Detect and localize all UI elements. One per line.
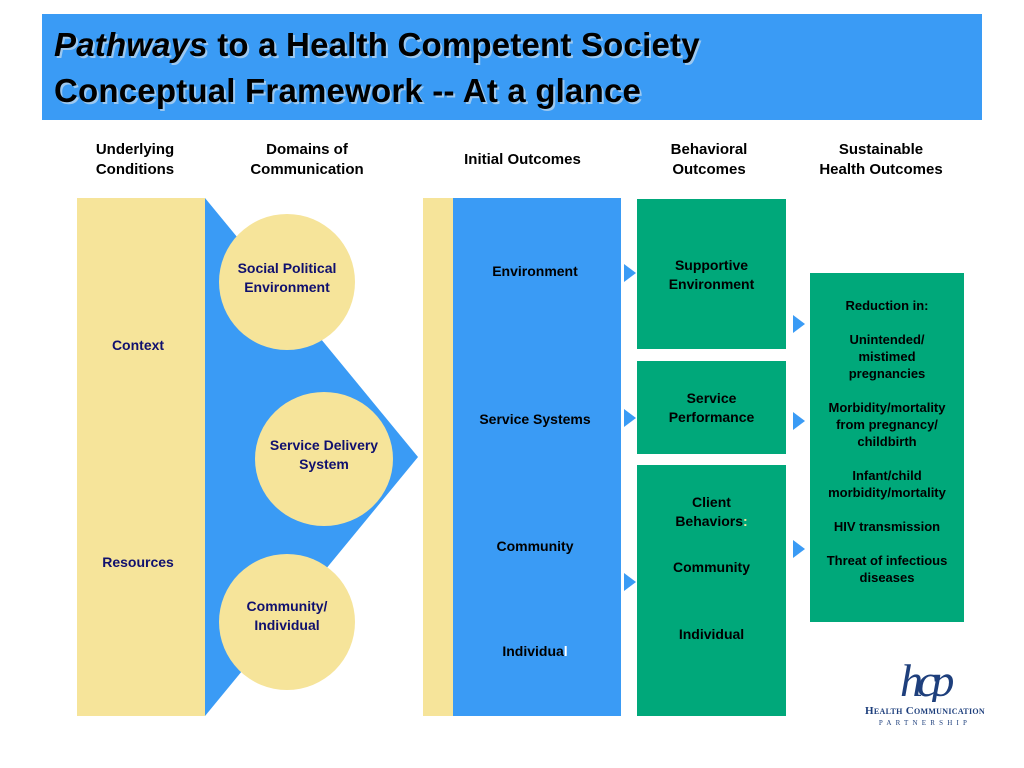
initial-individual-last-letter: l (563, 643, 568, 659)
col-head-sustainable-l2: Health Outcomes (819, 161, 943, 178)
outcome-item-infant: Infant/child morbidity/mortality (810, 467, 964, 501)
col-head-domains-l2: Communication (250, 161, 364, 178)
box-sustainable-outcomes: Reduction in: Unintended/ mistimed pregn… (810, 273, 964, 622)
col-head-domains: Domains of Communication (222, 140, 392, 180)
outcome-text: Threat of infectious (826, 553, 948, 568)
initial-community: Community (496, 538, 574, 554)
service-performance-text: Service Performance (637, 389, 786, 427)
arrow-icon-environment (624, 264, 636, 282)
col-head-behavioral-l2: Outcomes (672, 161, 746, 178)
client-colon: : (743, 513, 748, 529)
outcome-text: HIV transmission (833, 519, 941, 534)
col-head-underlying: Underlying Conditions (60, 140, 210, 180)
client-l2: Behaviors: (637, 512, 786, 531)
outcome-text: diseases (859, 570, 915, 585)
circle-social-political: Social Political Environment (219, 214, 355, 350)
hcp-name-line1: Health Communication (865, 705, 985, 717)
outcome-text: childbirth (857, 434, 917, 449)
title-line-2: Conceptual Framework -- At a glance (54, 72, 642, 109)
title-line-1-rest: to a Health Competent Society (207, 26, 700, 63)
community-individual-text: Community/ Individual (247, 597, 328, 635)
outcome-text: pregnancies (848, 366, 926, 381)
outcome-text: Morbidity/mortality (828, 400, 946, 415)
col-head-domains-l1: Domains of (266, 141, 348, 158)
service-performance-l1: Service (686, 390, 737, 406)
sustainable-outcomes-list: Reduction in: Unintended/ mistimed pregn… (810, 297, 964, 586)
circle-service-delivery: Service Delivery System (255, 392, 393, 526)
client-community: Community (673, 559, 750, 575)
title-line-1: Pathways to a Health Competent Society (54, 26, 700, 64)
service-delivery-l2: System (299, 455, 349, 472)
col-head-sustainable: Sustainable Health Outcomes (800, 140, 962, 180)
client-l1: Client (692, 494, 731, 510)
hcp-monogram-text: hcp (900, 655, 953, 702)
supportive-environment-text: Supportive Environment (637, 256, 786, 294)
social-political-l1: Social Political (237, 260, 337, 276)
box-client-behaviors: Client Behaviors: Community Individual (637, 465, 786, 716)
community-individual-l2: Individual (254, 617, 320, 633)
arrow-icon-individual (624, 573, 636, 591)
context-label: Context (111, 337, 165, 353)
box-supportive-environment: Supportive Environment (637, 199, 786, 349)
initial-outcomes-panel (453, 198, 621, 716)
social-political-l2: Environment (244, 279, 330, 295)
outcome-item-hiv: HIV transmission (810, 518, 964, 535)
reduction-header: Reduction in: (845, 298, 929, 313)
service-delivery-text: Service Delivery System (270, 436, 378, 474)
client-individual: Individual (678, 626, 745, 642)
outcome-item-pregnancies: Unintended/ mistimed pregnancies (810, 331, 964, 382)
arrow-icon-service-performance (793, 412, 805, 430)
box-service-performance: Service Performance (637, 361, 786, 454)
outcome-item-infectious: Threat of infectious diseases (810, 552, 964, 586)
col-head-behavioral: Behavioral Outcomes (634, 140, 784, 180)
initial-individual-main: Individua (502, 643, 564, 659)
outcome-text: from pregnancy/ (836, 417, 938, 432)
col-head-behavioral-l1: Behavioral (670, 141, 748, 158)
outcome-text: Unintended/ (849, 332, 925, 347)
supportive-l2: Environment (668, 276, 755, 292)
supportive-l1: Supportive (674, 257, 749, 273)
outcome-text: Infant/child (852, 468, 922, 483)
title-banner: Pathways to a Health Competent Society C… (42, 14, 982, 120)
initial-individual: Individual (453, 642, 617, 661)
arrow-icon-client-behaviors (793, 540, 805, 558)
service-delivery-l1: Service Delivery (269, 436, 379, 453)
hcp-monogram-icon: hcp (900, 655, 959, 702)
col-head-sustainable-l1: Sustainable (838, 141, 924, 158)
col-head-initial-text: Initial Outcomes (464, 151, 581, 168)
outcome-item-childbirth: Morbidity/mortality from pregnancy/ chil… (810, 399, 964, 450)
initial-outcomes-stripe (423, 198, 453, 716)
client-l2-word: Behaviors (675, 513, 744, 529)
col-head-initial: Initial Outcomes (430, 150, 615, 170)
col-head-underlying-l2: Conditions (95, 161, 175, 178)
social-political-text: Social Political Environment (238, 259, 337, 297)
initial-service-systems: Service Systems (479, 411, 591, 427)
circle-community-individual: Community/ Individual (219, 554, 355, 690)
outcome-text: mistimed (858, 349, 916, 364)
service-performance-l2: Performance (668, 409, 755, 425)
arrow-icon-supportive (793, 315, 805, 333)
initial-environment: Environment (492, 263, 578, 279)
outcome-text: morbidity/mortality (828, 485, 946, 500)
arrow-icon-service-systems (624, 409, 636, 427)
hcp-name-line2: PARTNERSHIP (878, 719, 972, 727)
client-behaviors-text: Client Behaviors: (637, 493, 786, 531)
underlying-conditions-panel (77, 198, 205, 716)
title-italic-word: Pathways (54, 26, 208, 63)
resources-label: Resources (102, 554, 174, 570)
hcp-logo: hcp Health Communication PARTNERSHIP (848, 652, 998, 732)
col-head-underlying-l1: Underlying (95, 141, 175, 158)
community-individual-l1: Community/ (246, 598, 328, 614)
